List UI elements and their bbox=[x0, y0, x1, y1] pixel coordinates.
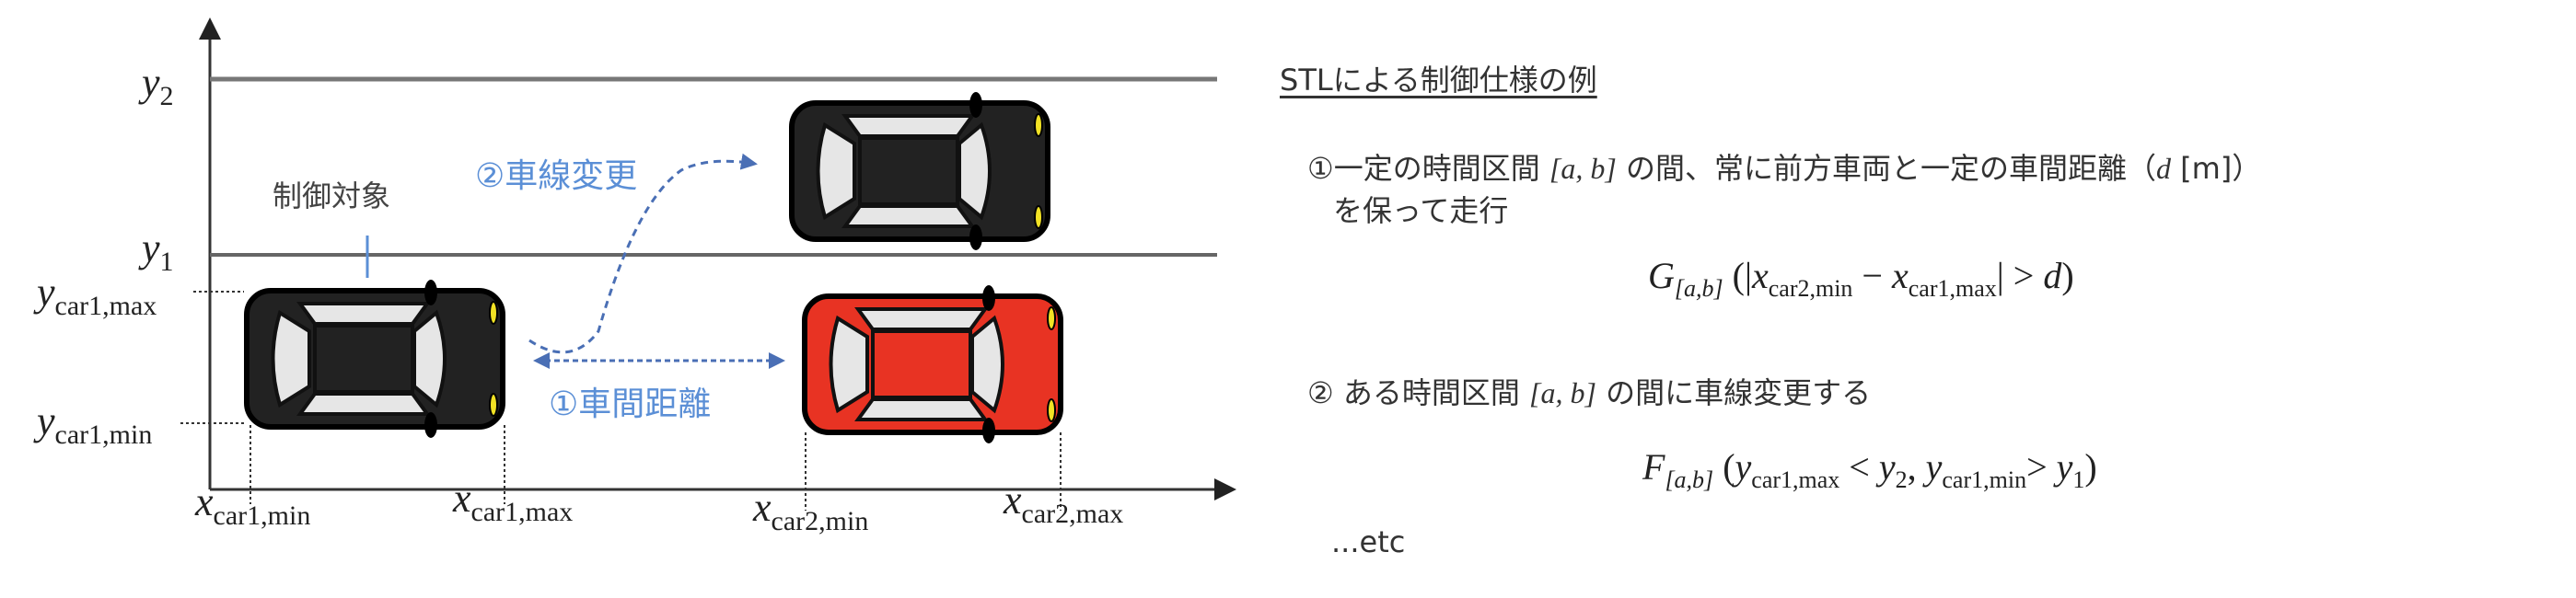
lane-change-label: ②車線変更 bbox=[475, 157, 638, 195]
formula-2: F[a,b] (ycar1,max < y2, ycar1,min> y1) bbox=[1642, 446, 2097, 493]
front-car bbox=[805, 285, 1061, 443]
spec-title: STLによる制御仕様の例 bbox=[1280, 63, 1597, 98]
ycar1-max-label: ycar1,max bbox=[37, 270, 157, 321]
y2-label: y2 bbox=[142, 60, 174, 111]
spec-item-2: ② ある時間区間 [a, b] の間に車線変更する bbox=[1307, 375, 1872, 410]
guide-lines bbox=[180, 291, 1062, 511]
xcar2-min-label: xcar2,min bbox=[753, 485, 869, 536]
xcar1-min-label: xcar1,min bbox=[195, 479, 311, 531]
spec-item-1: ①一定の時間区間 [a, b] の間、常に前方車両と一定の車間距離（d [m]） bbox=[1307, 151, 2262, 186]
y1-label: y1 bbox=[142, 225, 174, 277]
etc-text: ...etc bbox=[1331, 524, 1406, 559]
formula-1: G[a,b] (|xcar2,min − xcar1,max| > d) bbox=[1648, 255, 2074, 302]
spec-item-1-cont: を保って走行 bbox=[1333, 193, 1509, 228]
xcar2-max-label: xcar2,max bbox=[1004, 477, 1124, 529]
distance-label: ①車間距離 bbox=[549, 385, 712, 423]
ego-car bbox=[247, 280, 503, 438]
controlled-object-label: 制御対象 bbox=[273, 178, 391, 213]
lane-changed-car bbox=[792, 92, 1048, 250]
xcar1-max-label: xcar1,max bbox=[453, 476, 574, 527]
ycar1-min-label: ycar1,min bbox=[37, 398, 153, 450]
lane-change-arrow bbox=[528, 153, 758, 354]
